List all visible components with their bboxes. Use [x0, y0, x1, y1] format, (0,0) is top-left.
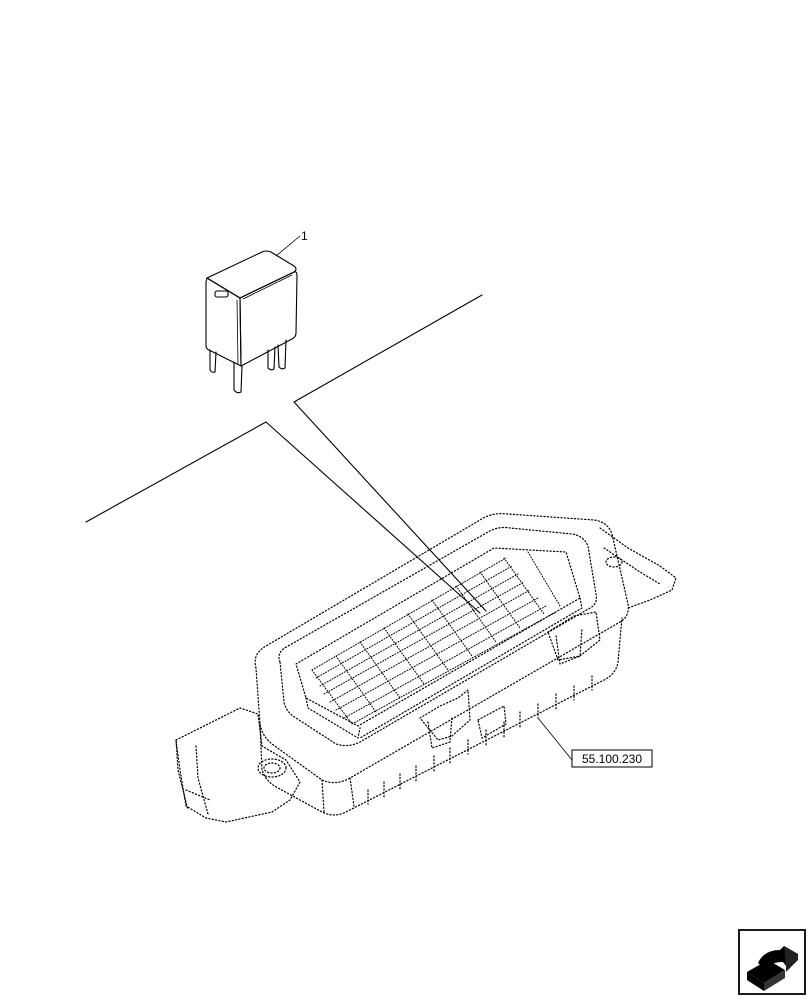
- reference-box: [571, 749, 653, 768]
- relay-box: [175, 513, 677, 823]
- explode-lines: [85, 294, 487, 614]
- next-page-arrow-icon[interactable]: [738, 929, 806, 995]
- terminal-grid: [311, 551, 561, 725]
- reference-label: 55.100.230: [582, 752, 642, 766]
- relay-part: [205, 250, 298, 394]
- reference-callout: 55.100.230: [537, 717, 653, 768]
- callout-1-label: 1: [301, 229, 308, 243]
- callout-1: 1: [275, 229, 308, 257]
- bottom-pins: [367, 675, 593, 805]
